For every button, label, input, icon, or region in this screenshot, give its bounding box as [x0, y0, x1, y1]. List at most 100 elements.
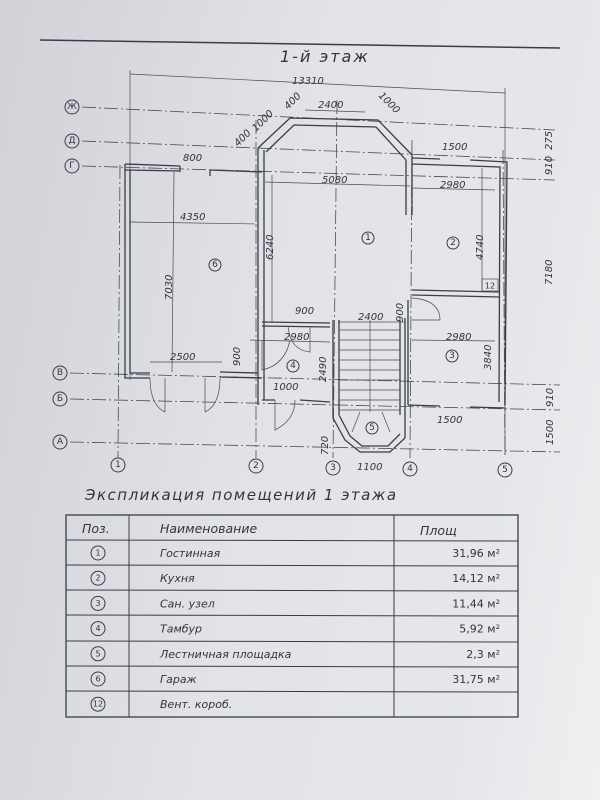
axis-marker-g: Г: [64, 158, 80, 174]
table-row: 12 Вент. короб.: [90, 696, 232, 712]
svg-text:5: 5: [369, 423, 375, 433]
dim-bay-left-a: 400: [232, 128, 253, 149]
dim-living-depth: 6240: [265, 235, 276, 260]
explication-title: Экспликация помещений 1 этажа: [84, 486, 398, 504]
svg-text:4: 4: [290, 361, 296, 371]
dim-landing-1100: 1100: [357, 462, 382, 473]
axis-marker-4: 4: [402, 461, 418, 477]
dim-entry-door: 1000: [273, 382, 298, 393]
stair-steps: [339, 320, 400, 433]
row-position: 6: [95, 675, 100, 684]
dim-total-depth: 7180: [544, 260, 555, 285]
dim-door-900-a: 900: [295, 306, 314, 317]
axis-marker-2: 2: [248, 458, 264, 474]
table-row: 6 Гараж 31,75 м²: [90, 671, 500, 687]
svg-text:Д: Д: [68, 136, 75, 146]
dim-vestibule-depth: 2490: [318, 357, 329, 382]
axis-marker-3: 3: [325, 460, 341, 476]
row-area: 2,3 м²: [466, 648, 500, 661]
axis-marker-d: Д: [64, 133, 80, 149]
room-marker-6: 6: [208, 258, 222, 272]
dim-overall-width: 13310: [292, 76, 324, 87]
dim-kitchen-depth: 4740: [475, 235, 486, 260]
svg-text:12: 12: [485, 282, 495, 291]
header-area: Площ: [420, 523, 457, 538]
room-marker-5: 5: [365, 421, 379, 435]
column-axes: 1 2 3 4 5: [110, 99, 513, 478]
position-circle: [90, 646, 106, 662]
table-row: 3 Сан. узел 11,44 м²: [90, 595, 500, 611]
header-pos: Поз.: [82, 521, 110, 536]
dim-bath-depth: 3840: [483, 345, 494, 370]
row-name: Гараж: [160, 673, 197, 686]
dim-garage-depth: 7030: [164, 275, 175, 300]
room-marker-3: 3: [445, 349, 459, 363]
svg-text:2: 2: [450, 238, 456, 248]
row-position: 3: [95, 599, 100, 608]
dim-garage-width: 4350: [180, 212, 205, 223]
floor-title: 1-й этаж: [280, 47, 370, 66]
axis-marker-v: В: [52, 365, 68, 381]
dim-right-910-top: 910: [544, 156, 555, 175]
dim-bay-top: 2400: [318, 100, 343, 111]
row-area: 11,44 м²: [452, 597, 500, 610]
dim-door-900-b: 900: [232, 347, 243, 366]
dim-bay-right: 1000: [376, 90, 402, 116]
dim-right-1500: 1500: [545, 420, 556, 445]
row-name: Сан. узел: [160, 597, 215, 610]
svg-text:3: 3: [449, 351, 455, 361]
svg-text:3: 3: [330, 463, 336, 473]
dim-vestibule-width: 2980: [284, 332, 309, 343]
svg-text:Г: Г: [69, 161, 75, 171]
axis-marker-b: Б: [52, 391, 68, 407]
row-axes: Ж Д Г В Б А: [52, 99, 561, 453]
dimension-labels: 400 1000 400 2400 1000 800 1500 5080 298…: [129, 90, 556, 473]
room-marker-1: 1: [361, 231, 375, 245]
position-circle: [90, 621, 106, 637]
svg-text:1: 1: [115, 460, 121, 470]
row-name: Тамбур: [160, 623, 202, 636]
dim-bath-window: 1500: [437, 415, 462, 426]
row-name: Вент. короб.: [160, 698, 232, 711]
walls: [124, 117, 508, 453]
header-name: Наименование: [160, 521, 257, 536]
row-name: Кухня: [160, 572, 195, 585]
row-area: 5,92 м²: [459, 623, 500, 636]
dim-bay-left-b: 1000: [250, 108, 276, 134]
dim-window-garage: 800: [183, 153, 202, 164]
dim-bay-left-c: 400: [282, 91, 303, 112]
sheet-border: [39, 39, 561, 49]
svg-text:Б: Б: [57, 394, 63, 404]
position-circle: [90, 595, 106, 611]
row-area: 31,75 м²: [452, 673, 500, 686]
svg-text:5: 5: [502, 465, 508, 475]
svg-text:1: 1: [365, 233, 371, 243]
room-marker-2: 2: [446, 236, 460, 250]
axis-marker-zh: Ж: [64, 99, 80, 115]
row-area: 31,96 м²: [452, 547, 500, 560]
row-position: 12: [93, 700, 103, 709]
dim-right-910-bottom: 910: [545, 388, 556, 407]
dim-stair-width: 2400: [358, 312, 383, 323]
row-position: 2: [95, 574, 100, 583]
dim-door-900-c: 900: [395, 303, 406, 322]
svg-text:4: 4: [407, 464, 413, 474]
row-area: 14,12 м²: [452, 572, 500, 585]
axis-marker-1: 1: [110, 457, 126, 473]
overall-dimension: 13310: [129, 70, 506, 455]
svg-text:Ж: Ж: [67, 102, 77, 112]
dim-garage-door: 2500: [170, 352, 195, 363]
axis-marker-a: А: [52, 434, 68, 450]
dim-living-width: 5080: [322, 175, 347, 186]
explication-table: Поз. Наименование Площ: [65, 514, 519, 718]
row-name: Лестничная площадка: [159, 648, 292, 661]
room-marker-4: 4: [286, 359, 300, 373]
dim-right-275: 275: [544, 131, 555, 150]
position-circle: [90, 545, 106, 561]
position-circle: [90, 671, 106, 687]
